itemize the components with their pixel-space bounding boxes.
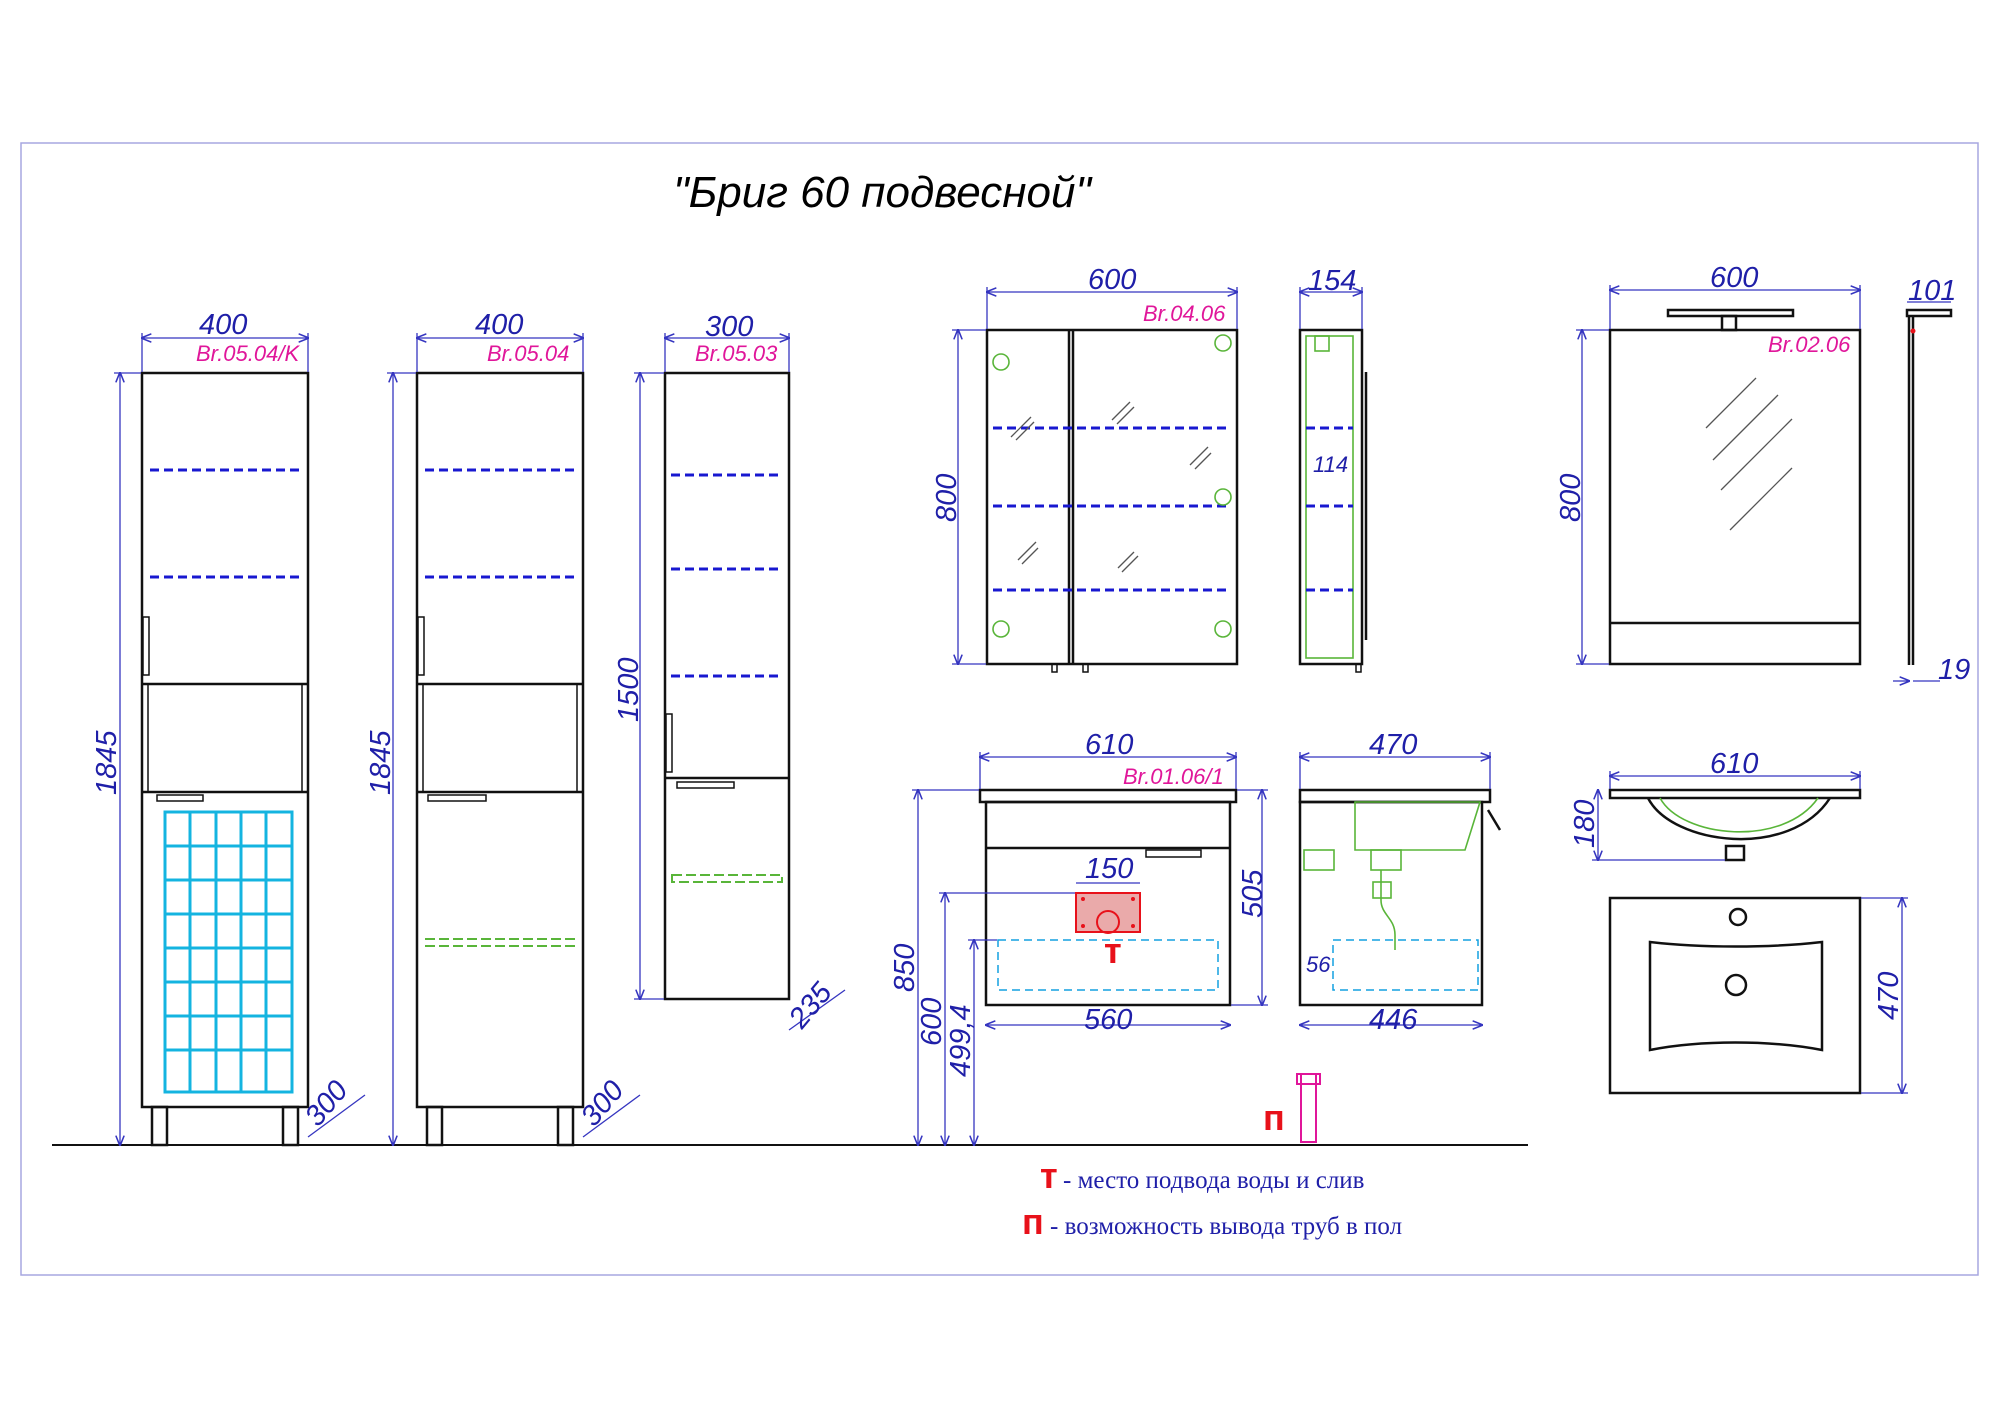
unit6-code: Br.01.06/1 — [1123, 764, 1224, 789]
unit4-code: Br.04.06 — [1143, 301, 1226, 326]
floor-outlet-symbol: п — [1263, 1097, 1285, 1138]
legend-t-text: - место подвода воды и слив — [1063, 1167, 1364, 1194]
unit6-inner-width: 560 — [1084, 1004, 1132, 1036]
unit-mirror-side — [1893, 301, 1953, 681]
unit7-height: 180 — [1569, 800, 1601, 848]
unit5-height: 800 — [1555, 474, 1587, 522]
unit3-code: Br.05.03 — [695, 341, 778, 366]
unit1-height: 1845 — [91, 730, 123, 795]
unit7-width: 610 — [1710, 748, 1758, 780]
unit2-height: 1845 — [365, 730, 397, 795]
unit1-width: 400 — [199, 309, 247, 341]
laundry-basket — [163, 810, 294, 1094]
unit1-code: Br.05.04/K — [196, 341, 300, 366]
unit-washbasin — [1592, 771, 1908, 1095]
unit7-depth: 470 — [1873, 972, 1905, 1020]
unit6-depth: 470 — [1369, 729, 1417, 761]
unit5-panel: 19 — [1938, 654, 1970, 686]
unit3-height: 1500 — [613, 657, 645, 722]
unit-mirror-cabinet — [952, 287, 1239, 673]
unit-tall-cabinet-basket — [114, 333, 366, 1147]
supply-symbol-front: т — [1104, 930, 1122, 971]
unit6-height-499: 499,4 — [945, 1004, 977, 1077]
unit6-height-600: 600 — [916, 998, 948, 1046]
unit-vanity-side — [1298, 752, 1502, 1025]
unit5-width: 600 — [1710, 262, 1758, 294]
drawing-title: "Бриг 60 подвесной" — [673, 168, 1093, 217]
unit6-mount-height: 850 — [889, 944, 921, 992]
unit4-height: 800 — [931, 474, 963, 522]
legend-t-symbol: т — [1040, 1155, 1058, 1196]
unit4-width: 600 — [1088, 264, 1136, 296]
unit4-inner-depth: 114 — [1313, 452, 1348, 477]
unit2-width: 400 — [475, 309, 523, 341]
unit2-code: Br.05.04 — [487, 341, 569, 366]
unit5-code: Br.02.06 — [1768, 332, 1851, 357]
unit6-supply-width: 150 — [1085, 853, 1133, 885]
unit4-depth: 154 — [1308, 265, 1356, 297]
unit5-depth: 101 — [1908, 275, 1956, 307]
unit-vanity-front — [912, 752, 1268, 1145]
legend-p-symbol: п — [1022, 1201, 1044, 1242]
unit3-width: 300 — [705, 311, 753, 343]
unit-mirror-cabinet-side — [1298, 287, 1368, 673]
floor-pipe — [1296, 1073, 1321, 1143]
unit-mirror-with-lamp — [1576, 285, 1862, 666]
unit6-width: 610 — [1085, 729, 1133, 761]
sheet-frame — [20, 142, 1979, 1276]
unit6-inner-depth: 446 — [1369, 1004, 1418, 1036]
legend-p-text: - возможность вывода труб в пол — [1050, 1213, 1402, 1240]
unit3-depth: 235 — [782, 976, 839, 1035]
unit6-supply-offset: 56 — [1306, 952, 1331, 977]
unit-hanging-column — [634, 333, 846, 1031]
unit-tall-cabinet — [387, 333, 641, 1147]
unit6-height: 505 — [1237, 869, 1269, 918]
